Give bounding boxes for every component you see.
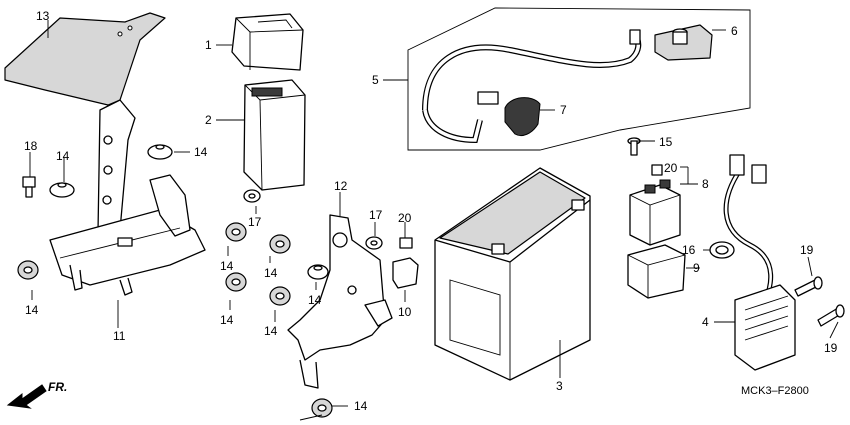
callout-14-b: 14 [194, 145, 208, 159]
relay-holder-part [627, 244, 686, 299]
callout-19-upper: 19 [800, 243, 814, 257]
callout-18: 18 [24, 139, 38, 153]
callout-10: 10 [398, 305, 412, 319]
diagram-code: MCK3–F2800 [741, 385, 809, 397]
callout-7: 7 [560, 103, 567, 117]
nut-17-left-part [243, 189, 261, 203]
callout-9: 9 [693, 261, 700, 275]
nut-17-right-part [365, 236, 383, 250]
callout-6: 6 [731, 24, 738, 38]
callout-17-right: 17 [369, 208, 383, 222]
callout-3: 3 [556, 379, 563, 393]
terminal-cover-part [654, 24, 713, 61]
bracket-part [287, 214, 393, 389]
starter-relay-part [629, 179, 681, 246]
callout-20-relay: 20 [664, 161, 678, 175]
regulator-rectifier-part [723, 154, 796, 371]
callout-16: 16 [682, 243, 696, 257]
callout-14-e: 14 [220, 313, 234, 327]
battery-cable-part [407, 7, 751, 151]
grommet-16-part [709, 241, 735, 259]
bolt-19-upper-part [794, 276, 823, 297]
fuse-20-part [399, 237, 413, 249]
callout-4: 4 [702, 315, 709, 329]
callout-14-i: 14 [354, 399, 368, 413]
fuse-10-part [392, 257, 419, 289]
callout-2: 2 [205, 113, 212, 127]
terminal-boot-part [504, 97, 541, 137]
callout-labels: 13 1 2 5 6 7 15 20 8 16 9 19 4 19 3 18 1… [24, 9, 838, 413]
callout-14-g: 14 [264, 324, 278, 338]
callout-14-a: 14 [56, 149, 70, 163]
callout-19-lower: 19 [824, 341, 838, 355]
callout-14-d: 14 [220, 259, 234, 273]
rubber-mat-part [4, 12, 166, 106]
front-label: FR. [48, 380, 67, 394]
bolt-19-lower-part [817, 304, 845, 327]
callout-14-f: 14 [264, 266, 278, 280]
grommets-14-part [17, 144, 333, 418]
callout-15: 15 [659, 135, 673, 149]
fuse-20-relay-part [651, 164, 663, 176]
callout-13: 13 [36, 9, 50, 23]
callout-11: 11 [113, 329, 126, 343]
callout-12: 12 [334, 179, 348, 193]
leader-lines [29, 20, 839, 421]
bolt-15-part [627, 137, 641, 156]
fuse-box-part [243, 79, 306, 191]
callout-14-h: 14 [308, 293, 322, 307]
front-direction-icon [6, 384, 47, 409]
callout-8: 8 [702, 177, 709, 191]
callout-5: 5 [372, 73, 379, 87]
callout-14-c: 14 [25, 303, 39, 317]
battery-part [434, 167, 591, 381]
fuse-box-cover-part [231, 13, 304, 71]
callout-20-fuse: 20 [398, 211, 412, 225]
callout-1: 1 [205, 38, 212, 52]
bolt-18-part [22, 176, 36, 198]
battery-frame-part [49, 99, 206, 296]
callout-17-left: 17 [248, 215, 262, 229]
